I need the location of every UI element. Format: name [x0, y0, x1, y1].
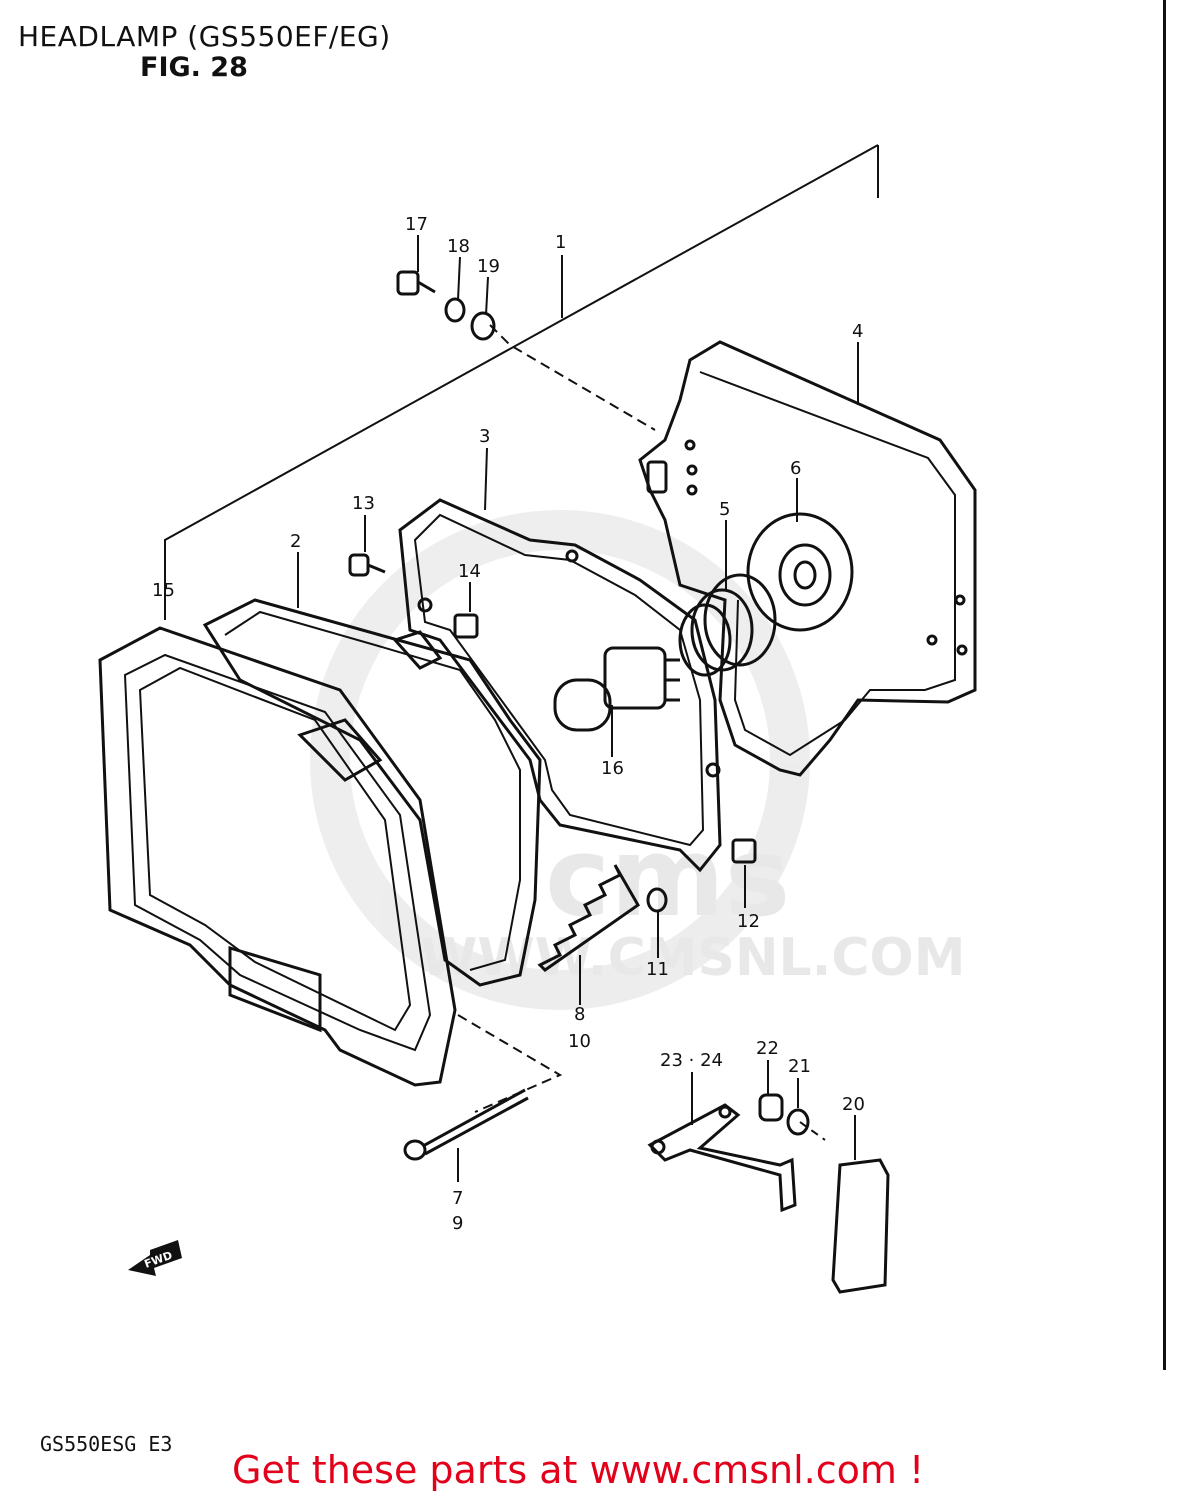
callout-leaders: [297, 235, 859, 1182]
adjusting-spring: [537, 864, 640, 972]
mounting-frame: [398, 498, 722, 873]
headlamp-housing: [638, 340, 977, 777]
callout-14: 14: [458, 561, 481, 582]
rubber-boot: [678, 573, 777, 677]
callout-23-24: 23 · 24: [660, 1050, 723, 1071]
headlamp-bulb: [553, 646, 680, 732]
callout-1: 1: [555, 232, 566, 253]
forward-arrow-icon: FWD: [128, 1240, 182, 1276]
figure-number: FIG. 28: [140, 52, 248, 83]
callout-15: 15: [152, 580, 175, 601]
watermark: cms WWW.CMSNL.COM: [310, 510, 965, 1010]
watermark-brand: cms: [545, 813, 790, 941]
page-title: HEADLAMP (GS550EF/EG): [18, 20, 391, 53]
callout-20: 20: [842, 1094, 865, 1115]
callout-9: 9: [452, 1213, 463, 1234]
forward-arrow-label: FWD: [143, 1249, 174, 1271]
callout-19: 19: [477, 256, 500, 277]
callout-22: 22: [756, 1038, 779, 1059]
small-hardware: [348, 270, 757, 913]
callout-12: 12: [737, 911, 760, 932]
callout-18: 18: [447, 236, 470, 257]
page-border: [1163, 0, 1166, 1370]
model-code: GS550ESG E3: [40, 1432, 173, 1456]
callout-8: 8: [574, 1004, 585, 1025]
callout-21: 21: [788, 1056, 811, 1077]
callout-10: 10: [568, 1031, 591, 1052]
assembly-leader-lines: [164, 144, 879, 1141]
callout-5: 5: [719, 499, 730, 520]
shop-parts-link[interactable]: Get these parts at www.cmsnl.com !: [232, 1448, 925, 1492]
socket-cover: [746, 512, 854, 632]
callout-2: 2: [290, 531, 301, 552]
callout-4: 4: [852, 321, 863, 342]
sealed-beam-unit: [202, 598, 542, 987]
reflector-bracket: [647, 1093, 890, 1294]
adjusting-screw: [403, 1088, 529, 1161]
callout-16: 16: [601, 758, 624, 779]
callout-11: 11: [646, 959, 669, 980]
callout-7: 7: [452, 1188, 463, 1209]
callout-13: 13: [352, 493, 375, 514]
headlamp-rim: [98, 626, 457, 1087]
callout-3: 3: [479, 426, 490, 447]
callout-6: 6: [790, 458, 801, 479]
callout-17: 17: [405, 214, 428, 235]
